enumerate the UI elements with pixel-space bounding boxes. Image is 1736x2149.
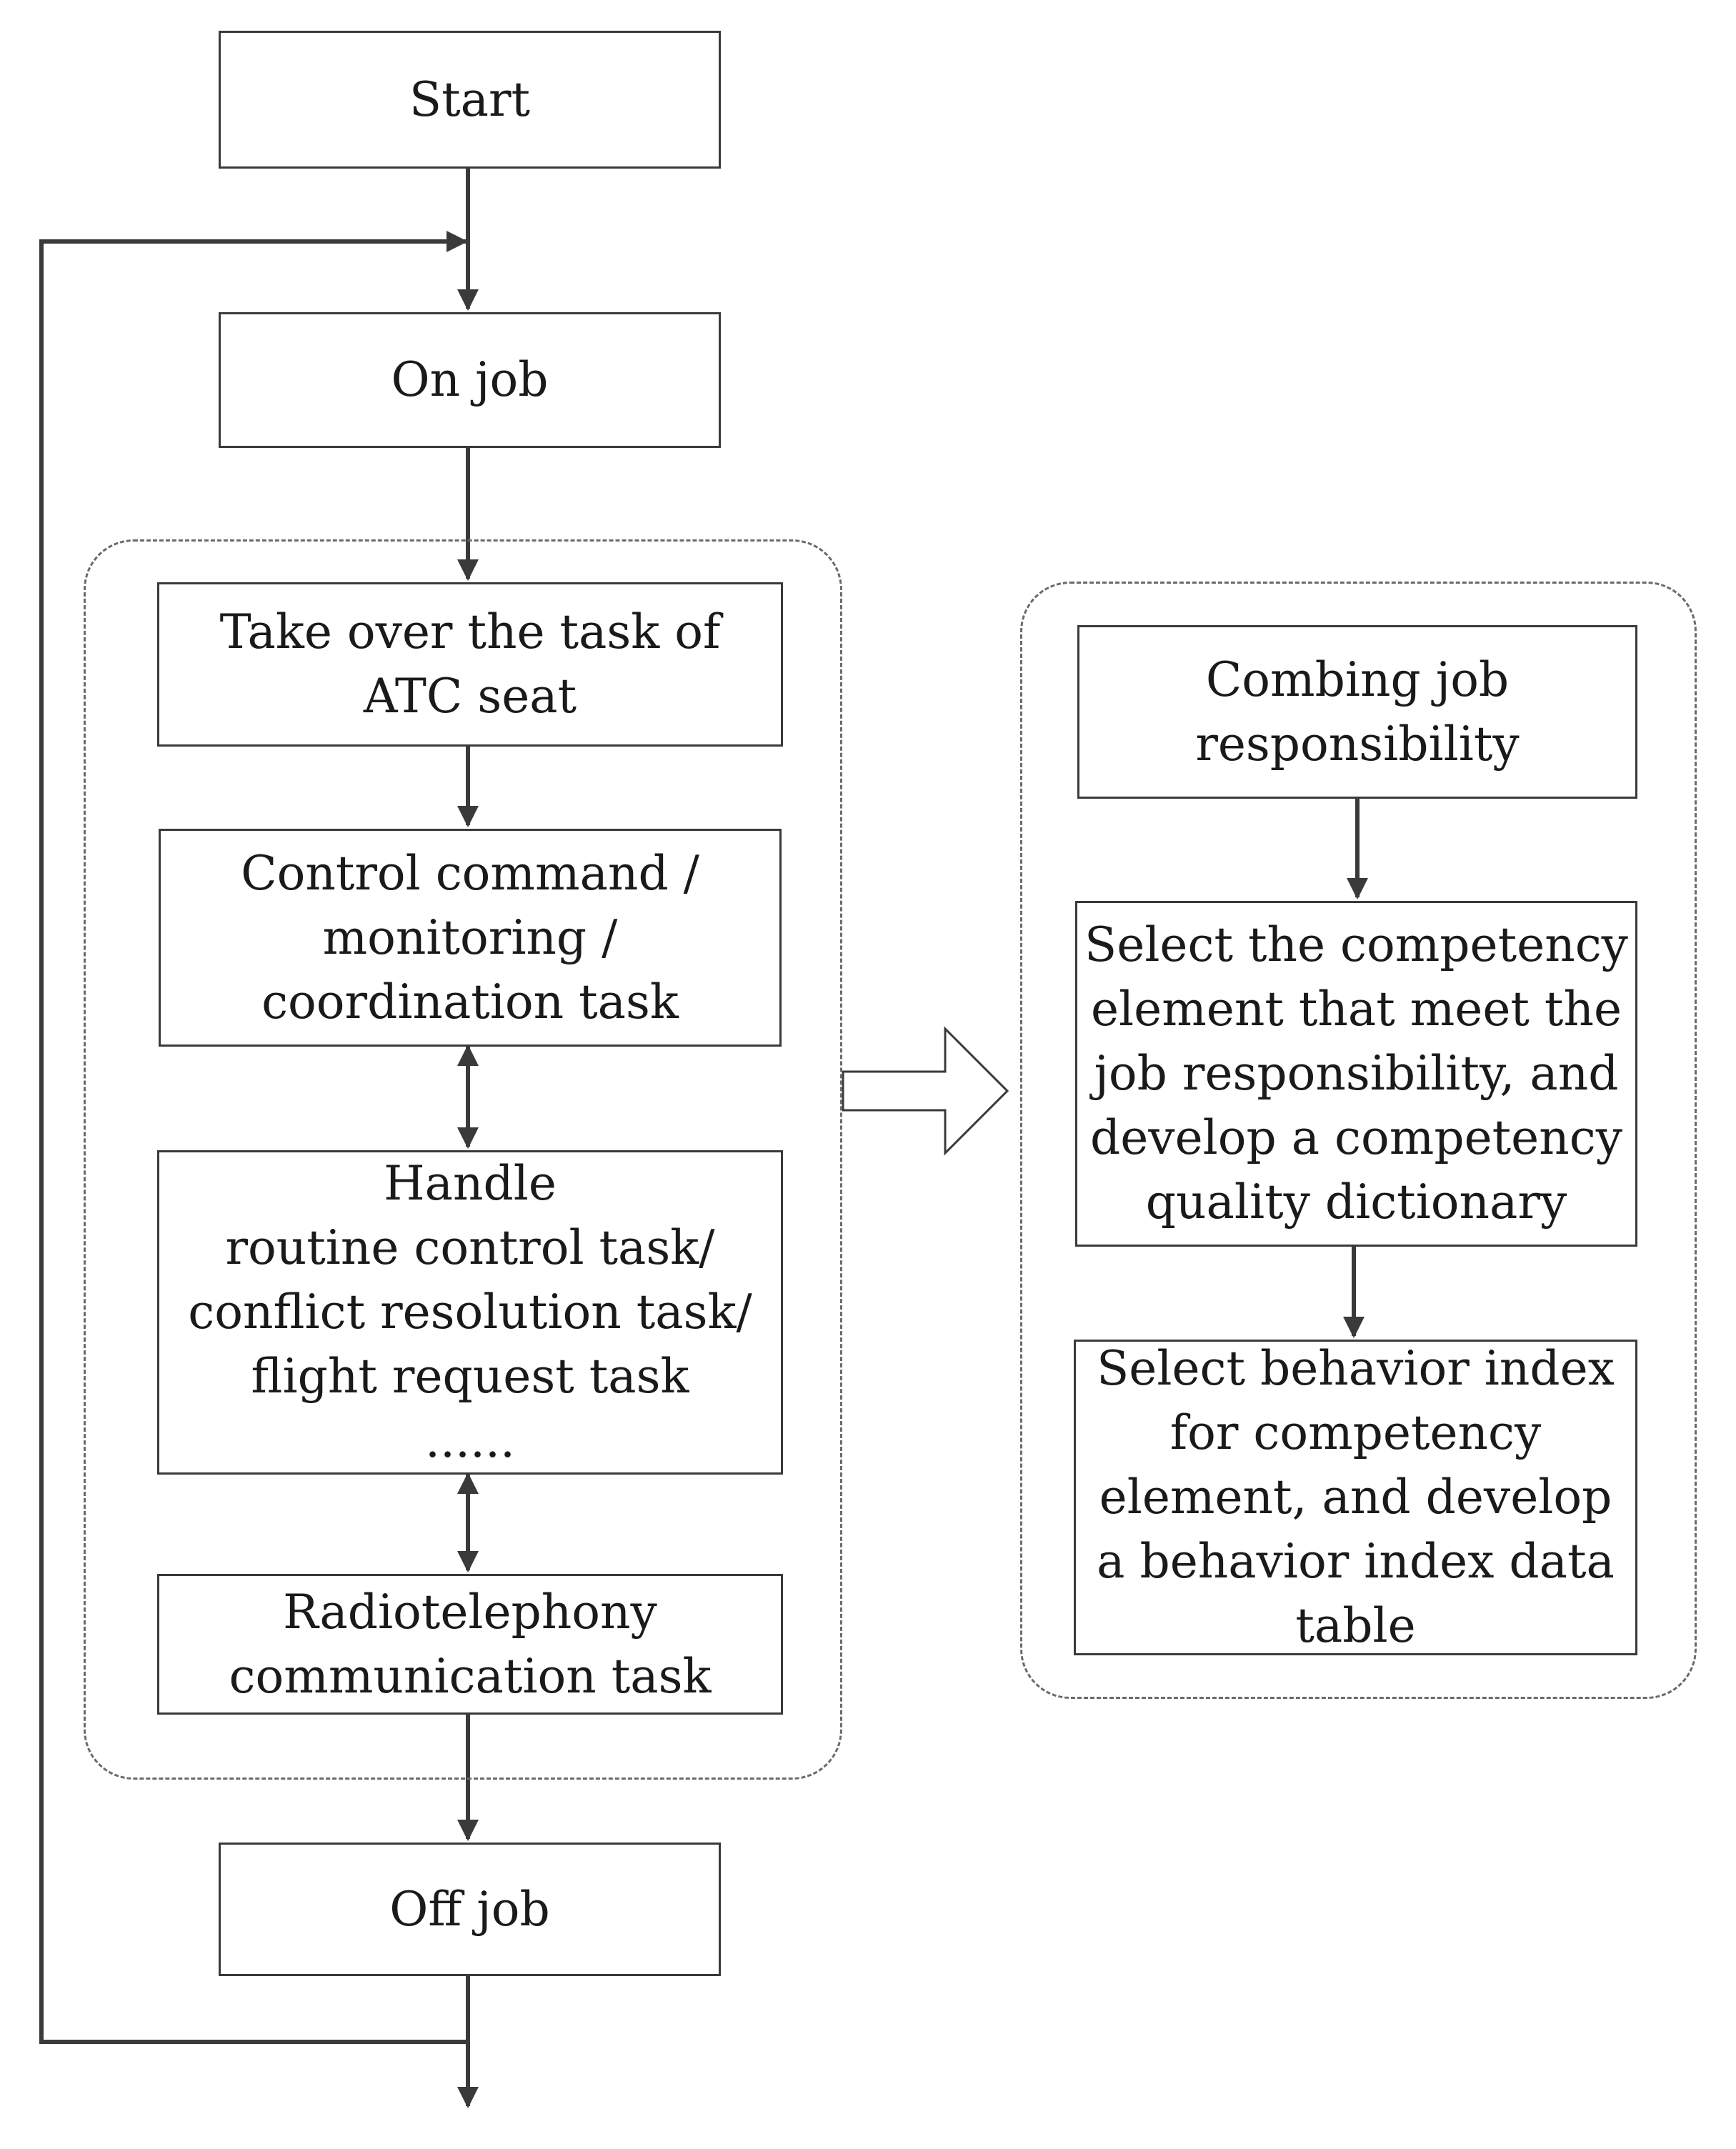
off-job-label: Off job	[389, 1881, 550, 1937]
job-task-group	[84, 539, 842, 1780]
select-competency-label: Select the competency element that meet …	[1084, 917, 1628, 1230]
take-over-node: Take over the task of ATC seat	[157, 582, 783, 747]
control-command-node: Control command / monitoring / coordinat…	[159, 829, 782, 1047]
combing-label: Combing job responsibility	[1195, 652, 1520, 772]
competency-analysis-group	[1020, 582, 1697, 1699]
radiotelephony-node: Radiotelephony communication task	[157, 1574, 783, 1715]
handle-task-node: Handle routine control task/ conflict re…	[157, 1150, 783, 1475]
block-arrow-right	[842, 1026, 1009, 1156]
on-job-label: On job	[391, 352, 549, 407]
start-node: Start	[219, 31, 721, 169]
radiotelephony-label: Radiotelephony communication task	[229, 1584, 712, 1704]
combing-node: Combing job responsibility	[1077, 625, 1637, 799]
off-job-node: Off job	[219, 1843, 721, 1976]
select-behavior-node: Select behavior index for competency ele…	[1074, 1340, 1637, 1655]
select-behavior-label: Select behavior index for competency ele…	[1097, 1341, 1615, 1653]
start-label: Start	[409, 71, 531, 127]
take-over-label: Take over the task of ATC seat	[219, 604, 721, 724]
control-command-label: Control command / monitoring / coordinat…	[241, 845, 699, 1029]
on-job-node: On job	[219, 312, 721, 448]
arrow-loop-back	[39, 231, 468, 2044]
select-competency-node: Select the competency element that meet …	[1075, 901, 1637, 1247]
handle-task-label: Handle routine control task/ conflict re…	[188, 1156, 752, 1468]
